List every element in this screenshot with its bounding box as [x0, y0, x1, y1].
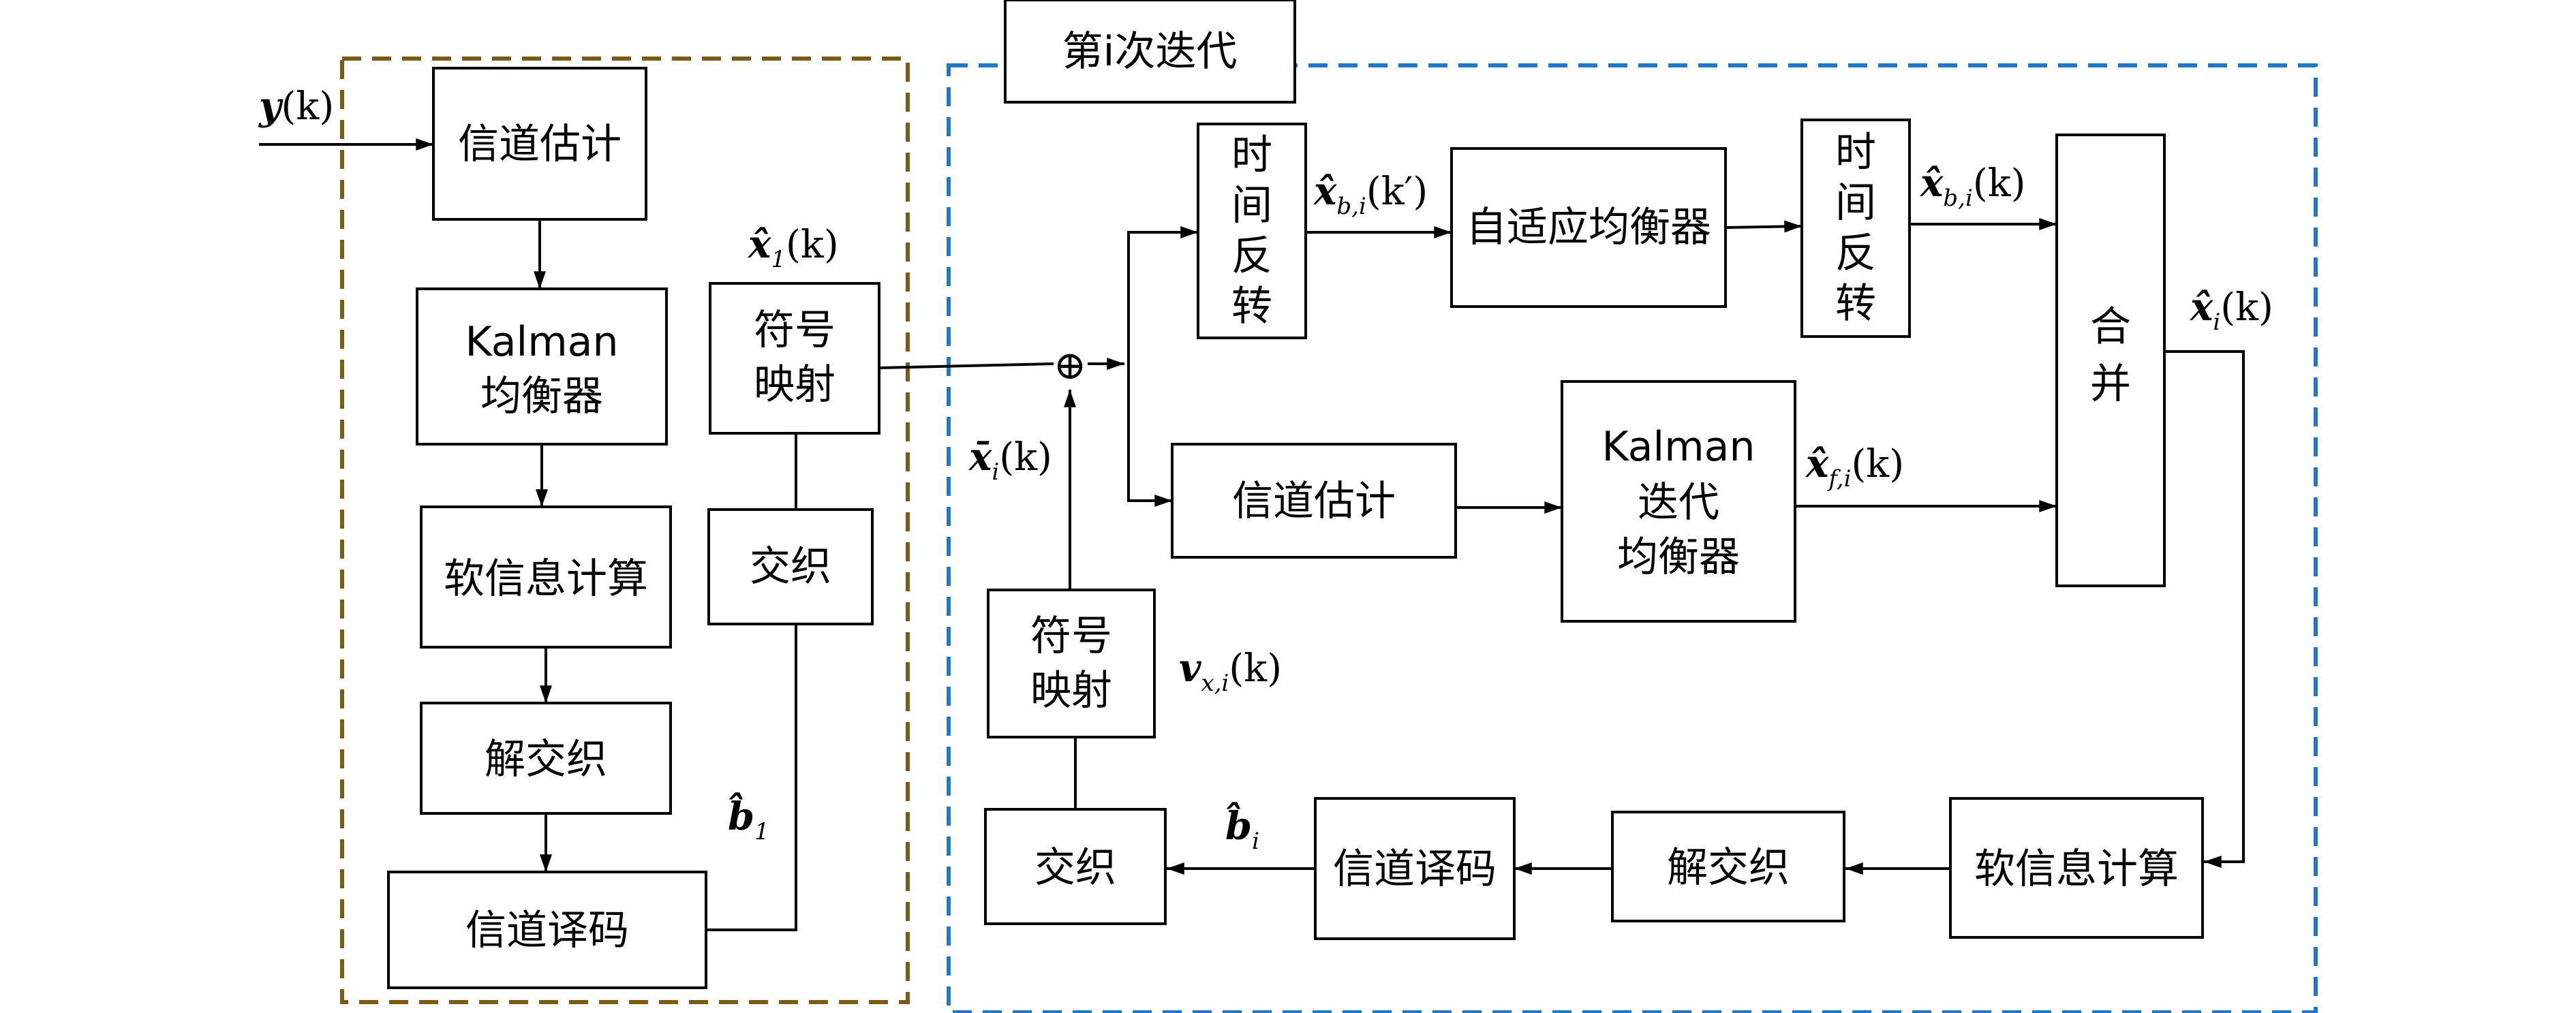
time-reversal-2-char-1: 时 [1835, 129, 1876, 176]
kalman-equalizer-block-1 [416, 287, 668, 446]
time-reversal-2-char-4: 转 [1835, 280, 1876, 328]
channel-estimation-label-1: 信道估计 [458, 121, 622, 168]
interleave-block-2 [984, 808, 1167, 925]
channel-estimation-block-2 [1171, 443, 1457, 559]
time-reversal-block-2 [1800, 119, 1911, 338]
kalman-2-line-1: Kalman [1602, 423, 1755, 471]
time-reversal-1-char-2: 间 [1231, 182, 1272, 230]
soft-info-label-2: 软信息计算 [1974, 845, 2179, 893]
time-reversal-1-char-4: 转 [1231, 283, 1272, 330]
channel-decode-label-2: 信道译码 [1333, 845, 1497, 893]
kalman-iterative-equalizer-block [1561, 380, 1796, 623]
channel-decode-label-1: 信道译码 [465, 907, 629, 954]
iteration-frame [947, 63, 2318, 1013]
bi-label: b̂i [1225, 801, 1259, 855]
split-upper [1127, 226, 1198, 364]
x1-label: x̂1(k) [748, 222, 839, 273]
arrow-adaptive-tr2 [1725, 220, 1803, 233]
soft-info-block-1 [420, 505, 672, 649]
input-signal-label: y(k) [258, 84, 334, 129]
iteration-title: 第i次迭代 [1062, 28, 1238, 76]
interleave-label-1: 交织 [750, 543, 831, 591]
combine-char-2: 并 [2090, 360, 2131, 408]
sum-node: ⊕ [1054, 342, 1087, 388]
xi-label: x̂i(k) [2190, 285, 2273, 336]
xf-label: x̂f,i(k) [1805, 441, 1904, 493]
interleave-label-2: 交织 [1034, 844, 1116, 892]
deinterleave-block-1 [420, 702, 672, 815]
channel-estimation-block-1 [432, 67, 647, 221]
iteration-title-box [1004, 0, 1296, 104]
deinterleave-label-2: 解交织 [1667, 844, 1790, 892]
kalman-2-line-3: 均衡器 [1617, 533, 1740, 581]
adaptive-equalizer-block [1450, 147, 1727, 308]
combine-char-1: 合 [2090, 303, 2131, 351]
xbar-label: x̄i(k) [968, 435, 1052, 486]
xb-prime-label: x̂b,i(k′) [1313, 169, 1428, 220]
kalman-1-line-1: Kalman [465, 318, 619, 366]
adaptive-equalizer-label: 自适应均衡器 [1466, 204, 1711, 251]
interleave-block-1 [707, 508, 874, 625]
xb-label: x̂b,i(k) [1920, 161, 2025, 212]
kalman-2-line-2: 迭代 [1638, 479, 1719, 527]
soft-info-label-1: 软信息计算 [444, 555, 648, 603]
symbol-map-1-line-1: 符号 [754, 307, 835, 354]
time-reversal-2-char-3: 反 [1835, 230, 1876, 277]
channel-decode-block-2 [1314, 797, 1516, 940]
channel-estimation-label-2: 信道估计 [1232, 478, 1396, 525]
line-decode1-interleave1 [706, 624, 797, 931]
kalman-1-line-2: 均衡器 [480, 373, 603, 420]
channel-decode-block-1 [387, 871, 707, 989]
time-reversal-block-1 [1197, 123, 1307, 339]
split-lower [1127, 364, 1172, 507]
v-label: vx,i(k) [1179, 646, 1282, 697]
deinterleave-label-1: 解交织 [485, 736, 607, 783]
time-reversal-2-char-2: 间 [1835, 179, 1876, 227]
line-combine-softinfo2 [2164, 350, 2245, 868]
time-reversal-1-char-3: 反 [1231, 232, 1272, 280]
combine-block [2055, 134, 2166, 587]
symbol-map-block-1 [709, 282, 880, 435]
deinterleave-block-2 [1611, 811, 1845, 922]
line-symmap1-sum [878, 362, 1054, 369]
symbol-map-1-line-2: 映射 [754, 361, 835, 409]
b1-label: b̂1 [728, 792, 769, 845]
time-reversal-1-char-1: 时 [1231, 131, 1272, 179]
symbol-map-2-line-2: 映射 [1030, 667, 1112, 715]
symbol-map-block-2 [987, 589, 1156, 738]
initial-stage-frame [340, 57, 910, 1004]
symbol-map-2-line-1: 符号 [1030, 612, 1112, 660]
